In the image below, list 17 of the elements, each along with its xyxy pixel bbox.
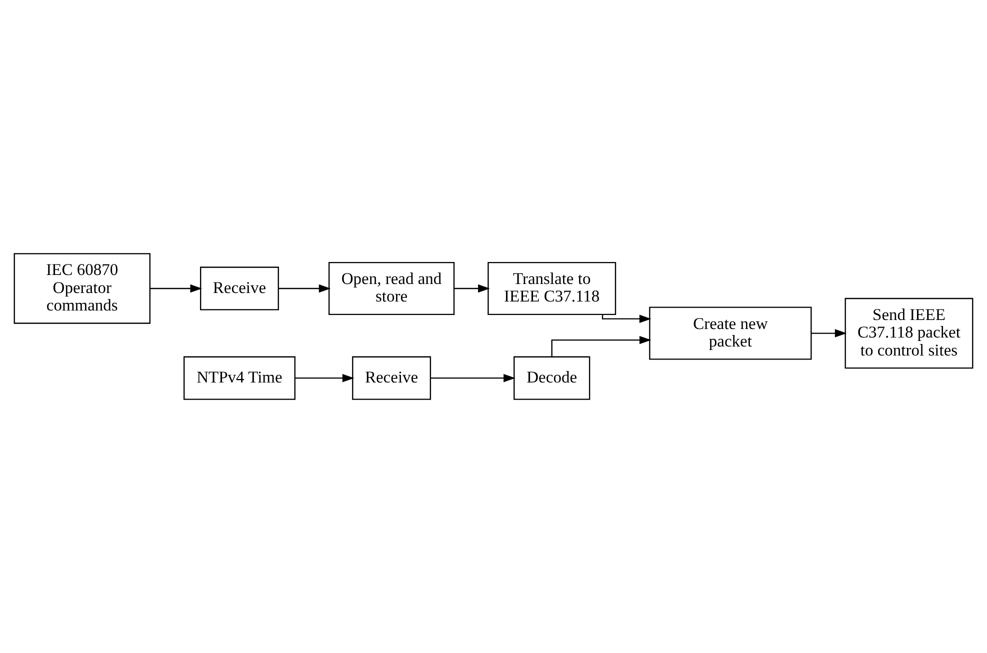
arrow xyxy=(454,284,490,293)
arrow xyxy=(551,336,652,357)
arrow xyxy=(602,314,652,323)
node-box: Translate to IEEE C37.118 xyxy=(488,262,616,315)
node-box: Create new packet xyxy=(649,306,812,360)
node-box: Receive xyxy=(200,266,279,310)
node-box: Send IEEE C37.118 packet to control sites xyxy=(844,298,974,369)
node-box: NTPv4 Time xyxy=(184,356,296,400)
arrow xyxy=(278,284,331,293)
node-box: Decode xyxy=(514,356,590,400)
arrow xyxy=(430,374,516,382)
node-box: IEC 60870 Operator commands xyxy=(14,253,150,324)
arrow xyxy=(295,374,354,382)
arrow xyxy=(150,284,202,293)
node-box: Open, read and store xyxy=(328,262,455,315)
arrow xyxy=(811,329,847,338)
node-box: Receive xyxy=(352,356,432,400)
